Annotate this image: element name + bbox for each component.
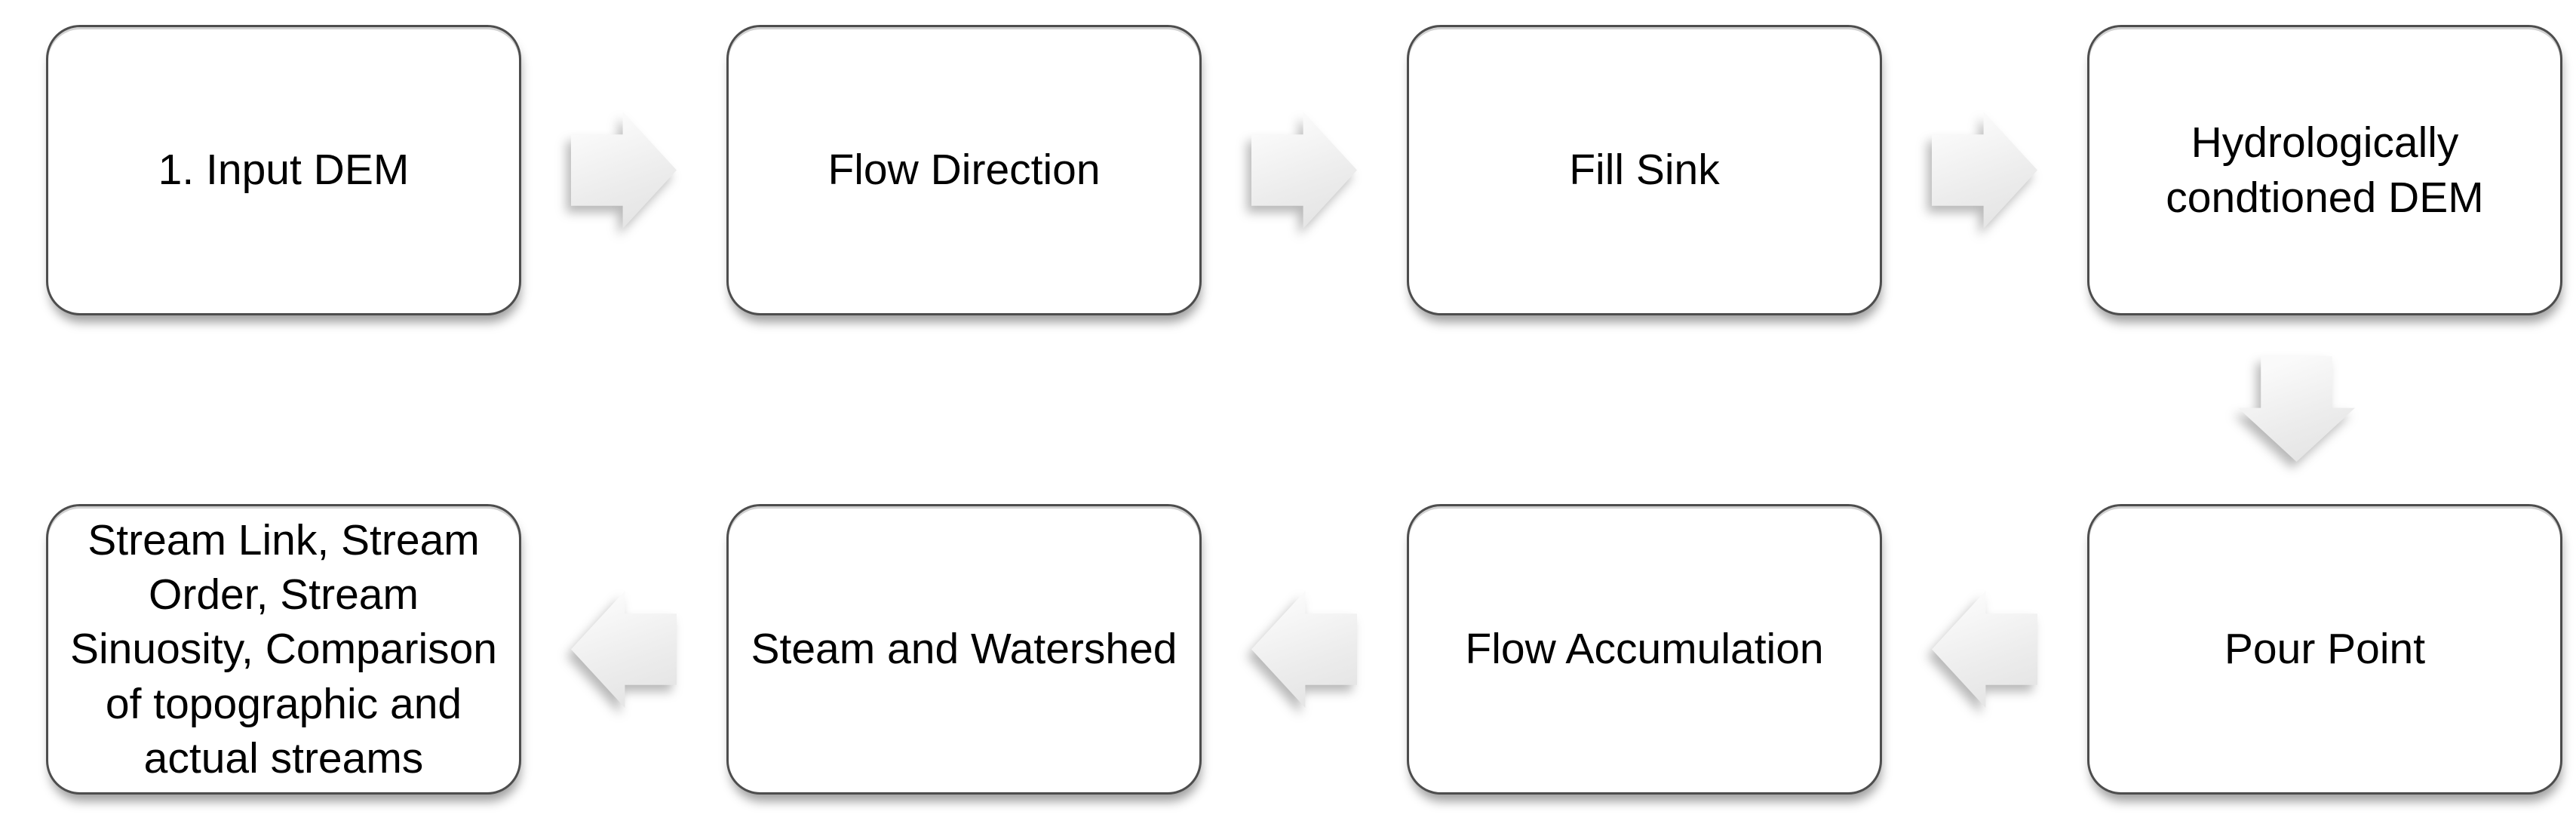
node-hydrologically-conditioned-dem: Hydrologically condtioned DEM — [2087, 25, 2562, 315]
block-arrow-down-icon — [2238, 356, 2355, 462]
node-label: Flow Accumulation — [1465, 625, 1824, 674]
node-fill-sink: Fill Sink — [1407, 25, 1882, 315]
node-label: 1. Input DEM — [158, 146, 410, 195]
block-arrow-right-icon — [571, 112, 677, 229]
node-flow-direction: Flow Direction — [726, 25, 1202, 315]
node-label: Stream Link, Stream Order, Stream Sinuos… — [69, 515, 498, 783]
node-label: Hydrologically condtioned DEM — [2166, 118, 2484, 222]
node-input-dem: 1. Input DEM — [46, 25, 521, 315]
block-arrow-right-icon — [1932, 112, 2037, 229]
block-arrow-left-icon — [571, 591, 677, 708]
block-arrow-right-icon — [1251, 112, 1357, 229]
node-label: Steam and Watershed — [751, 625, 1177, 674]
node-label: Flow Direction — [827, 146, 1101, 195]
node-steam-and-watershed: Steam and Watershed — [726, 504, 1202, 795]
block-arrow-left-icon — [1932, 591, 2037, 708]
node-pour-point: Pour Point — [2087, 504, 2562, 795]
block-arrow-left-icon — [1251, 591, 1357, 708]
node-label: Fill Sink — [1569, 146, 1720, 195]
node-label: Pour Point — [2224, 625, 2426, 674]
node-stream-analysis: Stream Link, Stream Order, Stream Sinuos… — [46, 504, 521, 795]
node-flow-accumulation: Flow Accumulation — [1407, 504, 1882, 795]
